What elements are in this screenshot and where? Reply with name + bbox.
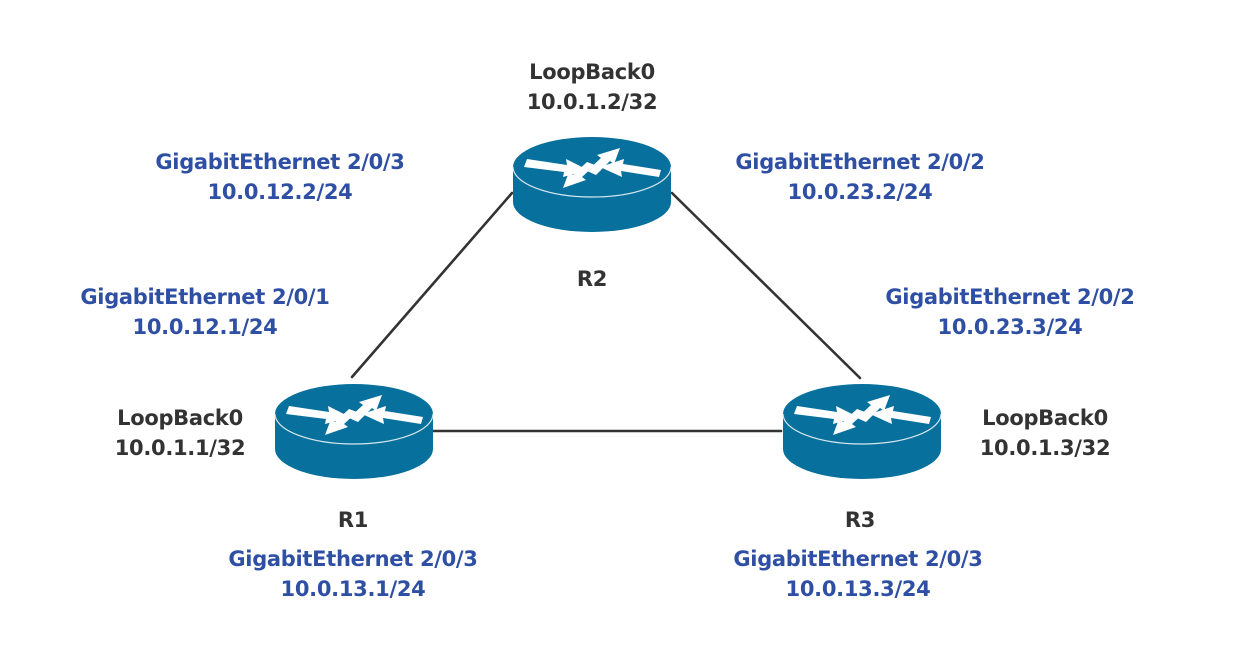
r1-gi203-ip: 10.0.13.1/24 — [280, 577, 426, 601]
link-r2-r3 — [670, 191, 862, 380]
r3-name-label: R3 — [844, 508, 876, 532]
r2-gi202-name: GigabitEthernet 2/0/2 — [735, 150, 985, 174]
r1-gi201-label: GigabitEthernet 2/0/1 10.0.12.1/24 — [55, 282, 355, 342]
r1-gi201-ip: 10.0.12.1/24 — [132, 315, 278, 339]
r1-loopback-name: LoopBack0 — [117, 406, 243, 430]
router-r3-icon[interactable] — [782, 383, 942, 480]
r2-name-label: R2 — [576, 267, 608, 291]
r1-gi201-name: GigabitEthernet 2/0/1 — [80, 285, 330, 309]
r3-gi202-label: GigabitEthernet 2/0/2 10.0.23.3/24 — [860, 282, 1160, 342]
r1-loopback-ip: 10.0.1.1/32 — [114, 436, 246, 460]
r3-gi203-name: GigabitEthernet 2/0/3 — [733, 547, 983, 571]
r3-gi203-ip: 10.0.13.3/24 — [785, 577, 931, 601]
r2-loopback-label: LoopBack0 10.0.1.2/32 — [492, 57, 692, 117]
r1-gi203-label: GigabitEthernet 2/0/3 10.0.13.1/24 — [203, 544, 503, 604]
router-r2-icon[interactable] — [512, 136, 672, 233]
r3-loopback-name: LoopBack0 — [982, 406, 1108, 430]
r2-gi203-name: GigabitEthernet 2/0/3 — [155, 150, 405, 174]
r3-loopback-ip: 10.0.1.3/32 — [979, 436, 1111, 460]
r1-gi203-name: GigabitEthernet 2/0/3 — [228, 547, 478, 571]
r1-name-label: R1 — [337, 508, 369, 532]
r2-gi202-label: GigabitEthernet 2/0/2 10.0.23.2/24 — [710, 147, 1010, 207]
r3-gi202-ip: 10.0.23.3/24 — [937, 315, 1083, 339]
router-r1-icon[interactable] — [274, 383, 434, 480]
r2-gi203-label: GigabitEthernet 2/0/3 10.0.12.2/24 — [130, 147, 430, 207]
r3-gi203-label: GigabitEthernet 2/0/3 10.0.13.3/24 — [708, 544, 1008, 604]
link-r1-r2 — [350, 191, 514, 379]
r3-gi202-name: GigabitEthernet 2/0/2 — [885, 285, 1135, 309]
r1-loopback-label: LoopBack0 10.0.1.1/32 — [80, 403, 280, 463]
r2-gi203-ip: 10.0.12.2/24 — [207, 180, 353, 204]
r2-loopback-ip: 10.0.1.2/32 — [526, 90, 658, 114]
r2-loopback-name: LoopBack0 — [529, 60, 655, 84]
r2-gi202-ip: 10.0.23.2/24 — [787, 180, 933, 204]
r3-loopback-label: LoopBack0 10.0.1.3/32 — [945, 403, 1145, 463]
